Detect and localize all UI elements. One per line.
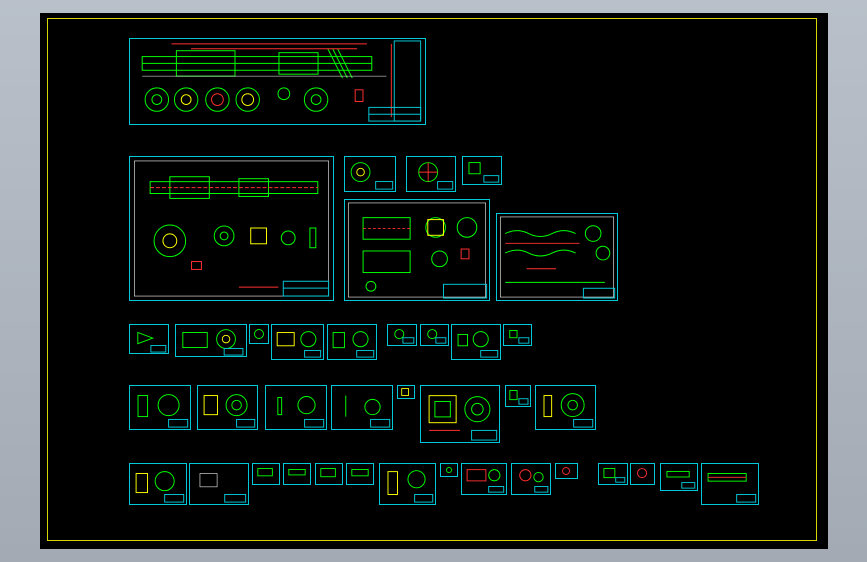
sheet-row5-1[interactable] <box>129 463 187 505</box>
sheet-row5-4[interactable] <box>283 463 311 485</box>
sheet-row4-3[interactable] <box>265 385 327 430</box>
sheet-row5-2[interactable] <box>189 463 249 505</box>
row5-2-drawing <box>199 473 247 503</box>
sheet-row3-9[interactable] <box>503 324 532 346</box>
assembly-drawing <box>141 40 422 122</box>
row5-5-drawing <box>320 468 336 478</box>
sheet-shaft-drawing[interactable] <box>129 156 334 301</box>
sheet-row5-12[interactable] <box>598 463 628 485</box>
roller-drawing <box>500 216 616 299</box>
row5-7-drawing <box>387 470 434 503</box>
drawing-viewport[interactable] <box>40 13 828 549</box>
sheet-row5-9[interactable] <box>461 463 507 495</box>
sheet-roller-drawing[interactable] <box>496 213 618 301</box>
sheet-row3-6[interactable] <box>387 324 417 346</box>
sheet-row5-8[interactable] <box>440 463 458 477</box>
row3-6-drawing <box>394 329 415 344</box>
sheet-row3-1[interactable] <box>129 324 169 354</box>
sheet-row4-6[interactable] <box>420 385 500 443</box>
row4-2-drawing <box>203 394 256 428</box>
sheet-row4-7[interactable] <box>505 385 531 407</box>
row5-14-drawing <box>666 470 696 489</box>
row5-11-drawing <box>562 467 570 475</box>
sheet-part-c[interactable] <box>462 156 502 185</box>
sheet-row5-10[interactable] <box>511 463 551 495</box>
part-c-drawing <box>468 162 500 183</box>
sheet-row3-2[interactable] <box>175 324 247 357</box>
sheet-row3-3[interactable] <box>249 324 269 344</box>
row5-13-drawing <box>637 468 648 479</box>
sheet-row3-4[interactable] <box>271 324 324 360</box>
sheet-assembly-main[interactable] <box>129 38 426 125</box>
sheet-housing-drawing[interactable] <box>344 199 490 301</box>
row4-5-drawing <box>401 388 409 396</box>
sheet-row5-3[interactable] <box>252 463 280 485</box>
sheet-row5-6[interactable] <box>346 463 374 485</box>
sheet-row4-2[interactable] <box>197 385 258 430</box>
row4-6-drawing <box>428 395 498 441</box>
row5-3-drawing <box>257 468 273 477</box>
sheet-row4-8[interactable] <box>535 385 596 430</box>
sheet-row5-13[interactable] <box>630 463 655 485</box>
shaft-drawing <box>134 160 330 297</box>
drawing-frame-border <box>47 18 817 541</box>
row4-3-drawing <box>277 396 325 428</box>
sheet-row5-7[interactable] <box>379 463 436 505</box>
sheet-row5-11[interactable] <box>555 463 578 479</box>
row4-7-drawing <box>509 390 529 405</box>
sheet-row5-15[interactable] <box>701 463 759 505</box>
row3-5-drawing <box>332 331 375 358</box>
row5-10-drawing <box>519 469 549 493</box>
row3-7-drawing <box>427 329 447 344</box>
row3-2-drawing <box>182 329 244 356</box>
row4-8-drawing <box>543 393 594 428</box>
part-b-drawing <box>418 162 454 190</box>
row5-1-drawing <box>135 471 185 503</box>
sheet-part-b[interactable] <box>406 156 456 192</box>
row3-3-drawing <box>254 329 264 339</box>
row5-4-drawing <box>288 469 306 476</box>
sheet-part-a[interactable] <box>344 156 396 192</box>
row3-8-drawing <box>457 331 499 358</box>
sheet-row5-5[interactable] <box>315 463 343 485</box>
row4-1-drawing <box>137 394 189 428</box>
row5-6-drawing <box>351 469 369 477</box>
sheet-row3-5[interactable] <box>327 324 377 360</box>
row3-1-drawing <box>137 331 167 353</box>
sheet-row4-1[interactable] <box>129 385 191 430</box>
row4-4-drawing <box>345 395 391 428</box>
row3-9-drawing <box>509 330 530 344</box>
housing-drawing <box>348 202 488 299</box>
row3-4-drawing <box>276 331 322 358</box>
row5-15-drawing <box>707 473 757 503</box>
row5-8-drawing <box>446 467 452 473</box>
sheet-row4-5[interactable] <box>397 385 415 399</box>
row5-12-drawing <box>603 468 626 483</box>
row5-9-drawing <box>466 469 505 493</box>
sheet-row3-8[interactable] <box>451 324 501 360</box>
sheet-row4-4[interactable] <box>331 385 393 430</box>
sheet-row5-14[interactable] <box>660 463 698 491</box>
part-a-drawing <box>350 162 394 190</box>
sheet-row3-7[interactable] <box>420 324 449 346</box>
